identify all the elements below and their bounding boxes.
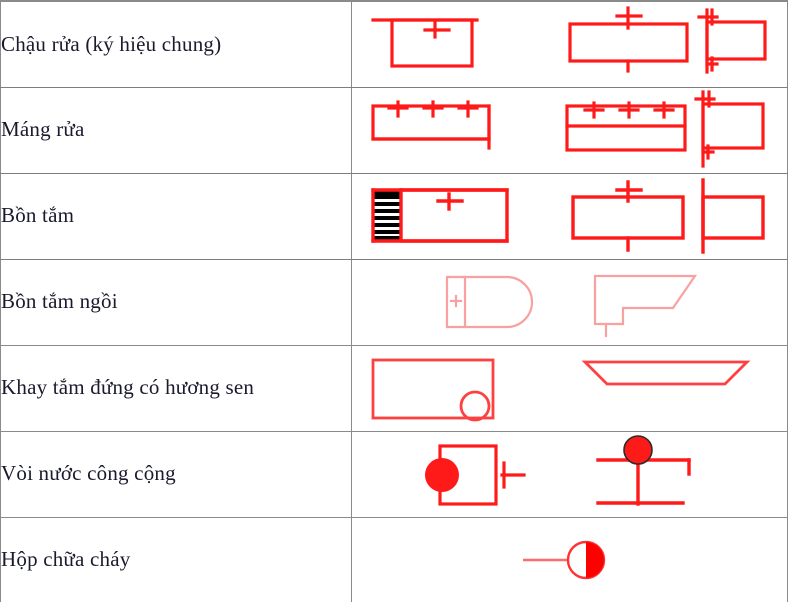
tap-elevation-circle <box>622 435 653 465</box>
fire-box-half-fill <box>585 542 604 578</box>
bathtub-symbol <box>370 178 765 254</box>
table-row: Máng rửa <box>0 86 788 174</box>
row-label-public-tap: Vòi nước công cộng <box>0 430 352 518</box>
row-symbol-wash-basin <box>351 0 788 88</box>
shower-drain-circle <box>459 390 490 422</box>
table-row: Khay tắm đứng có hương sen <box>0 344 788 432</box>
row-symbol-wash-trough <box>351 86 788 174</box>
fire-hose-box-symbol <box>522 540 605 580</box>
sitz-bath-symbol <box>445 274 697 338</box>
wash-trough-symbol <box>370 90 765 168</box>
wash-basin-symbol <box>370 6 767 74</box>
table-row: Vòi nước công cộng <box>0 430 788 518</box>
row-label-fire-hose-box: Hộp chữa cháy <box>0 516 352 602</box>
row-symbol-sitz-bath <box>351 258 788 346</box>
public-tap-symbol <box>424 435 691 506</box>
row-label-wash-trough: Máng rửa <box>0 86 352 174</box>
row-label-sitz-bath: Bồn tắm ngồi <box>0 258 352 346</box>
table-row: Hộp chữa cháy <box>0 516 788 602</box>
bathtub-hatch-block <box>372 191 401 241</box>
row-label-bathtub: Bồn tắm <box>0 172 352 260</box>
table-row: Bồn tắm ngồi <box>0 258 788 346</box>
row-label-shower-tray: Khay tắm đứng có hương sen <box>0 344 352 432</box>
table-row: Bồn tắm <box>0 172 788 260</box>
row-label-wash-basin: Chậu rửa (ký hiệu chung) <box>0 0 352 88</box>
row-symbol-fire-hose-box <box>351 516 788 602</box>
row-symbol-shower-tray <box>351 344 788 432</box>
shower-tray-symbol <box>371 358 750 422</box>
row-symbol-public-tap <box>351 430 788 518</box>
tap-plan-circle <box>424 458 459 492</box>
row-symbol-bathtub <box>351 172 788 260</box>
table-row: Chậu rửa (ký hiệu chung) <box>0 0 788 88</box>
